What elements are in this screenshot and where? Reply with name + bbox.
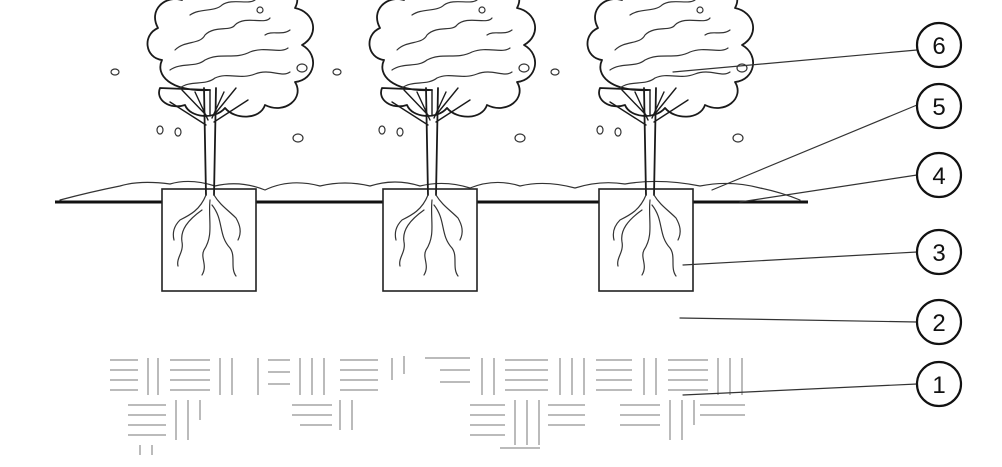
callout-2-label: 2	[932, 310, 945, 337]
leader-lines	[673, 50, 917, 395]
leader-line-2	[680, 318, 917, 322]
planting-pit-right	[599, 189, 693, 291]
leader-line-4	[740, 175, 917, 202]
leader-line-5	[712, 105, 917, 190]
leader-line-3	[683, 252, 917, 265]
callout-1: 1	[917, 362, 961, 406]
paving-block-row-lower	[128, 400, 745, 455]
callout-5-label: 5	[932, 94, 945, 121]
leader-line-6	[673, 50, 917, 72]
callout-4-label: 4	[932, 163, 945, 190]
callout-4: 4	[917, 153, 961, 197]
callout-6: 6	[917, 23, 961, 67]
callout-5: 5	[917, 84, 961, 128]
paving-block-row-upper	[110, 356, 742, 395]
base-paving-pattern	[110, 356, 745, 455]
callout-6-label: 6	[932, 33, 945, 60]
callout-2: 2	[917, 300, 961, 344]
callout-3: 3	[917, 230, 961, 274]
callout-1-label: 1	[932, 372, 945, 399]
callout-3-label: 3	[932, 240, 945, 267]
